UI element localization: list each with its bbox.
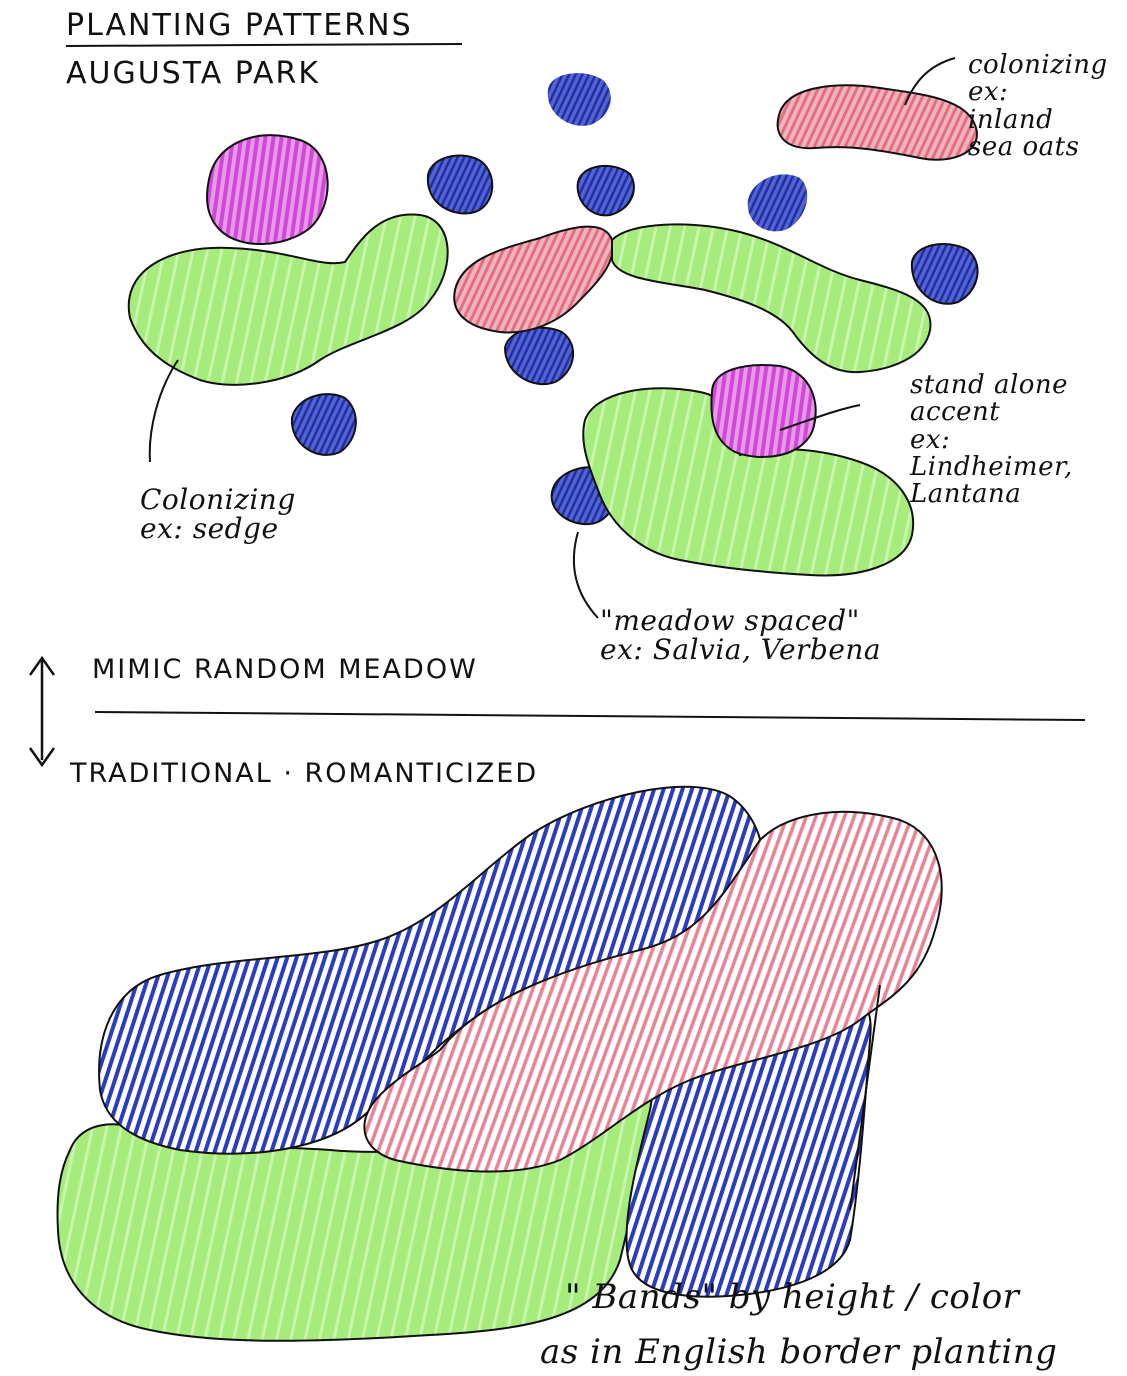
label-meadow-spaced: "meadow spaced" ex: Salvia, Verbena	[600, 606, 881, 665]
label-traditional-romanticized: TRADITIONAL · ROMANTICIZED	[70, 760, 538, 788]
magenta-accent-top	[207, 135, 328, 244]
red-drift-topright	[778, 85, 977, 159]
blue-dot-5	[912, 244, 978, 304]
label-bands-line1: " Bands" by height / color	[565, 1280, 1019, 1316]
divider-line	[95, 712, 1085, 720]
title-underline	[66, 44, 462, 46]
double-arrow	[30, 658, 54, 765]
page-subtitle: AUGUSTA PARK	[66, 58, 320, 90]
blue-dot-6	[505, 328, 573, 385]
label-mimic-random-meadow: MIMIC RANDOM MEADOW	[92, 656, 478, 684]
blue-dot-3	[578, 166, 634, 215]
blue-dot-4	[748, 174, 808, 231]
leader-meadow-spaced	[574, 532, 598, 618]
label-stand-alone-accent: stand alone accent ex: Lindheimer, Lanta…	[910, 372, 1073, 508]
label-colonizing-sedge: Colonizing ex: sedge	[140, 485, 296, 544]
page-title: PLANTING PATTERNS	[66, 10, 413, 42]
label-bands-line2: as in English border planting	[540, 1335, 1057, 1371]
blue-dot-7	[292, 394, 356, 455]
blue-dot-1	[428, 156, 492, 214]
magenta-accent-lower	[711, 365, 815, 457]
green-drift-right	[612, 224, 930, 372]
red-drift-center	[454, 227, 613, 333]
blue-dot-2	[548, 73, 611, 126]
label-colonizing-sea-oats: colonizing ex: inland sea oats	[968, 52, 1108, 161]
leader-colonizing-left	[150, 360, 178, 462]
